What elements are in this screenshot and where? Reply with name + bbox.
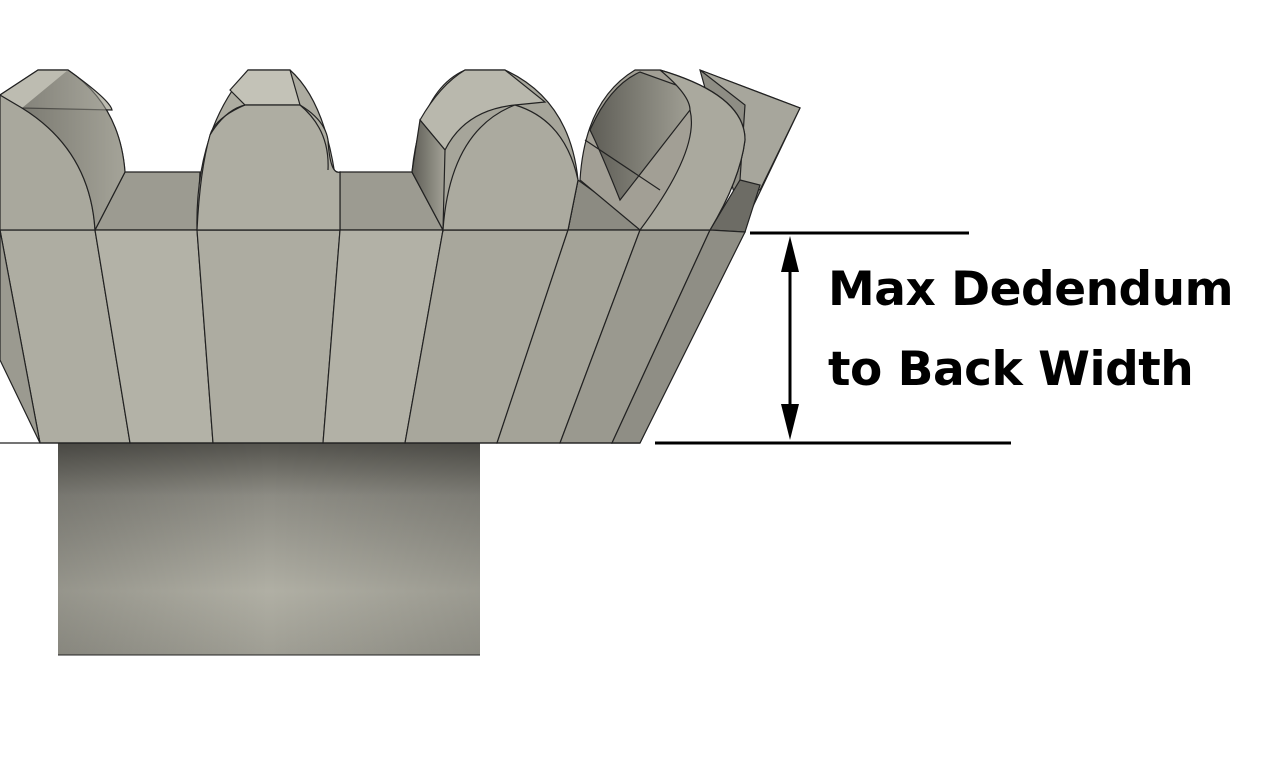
- arrow-down-icon: [781, 404, 799, 440]
- gear-front-faces: [0, 229, 746, 444]
- gear-teeth: [0, 69, 746, 233]
- gear-hub: [58, 443, 480, 656]
- dimension-label-line1: Max Dedendum: [828, 262, 1234, 317]
- dimension-annotation: [655, 231, 1011, 445]
- arrow-up-icon: [781, 236, 799, 272]
- dimension-label-line2: to Back Width: [828, 342, 1194, 397]
